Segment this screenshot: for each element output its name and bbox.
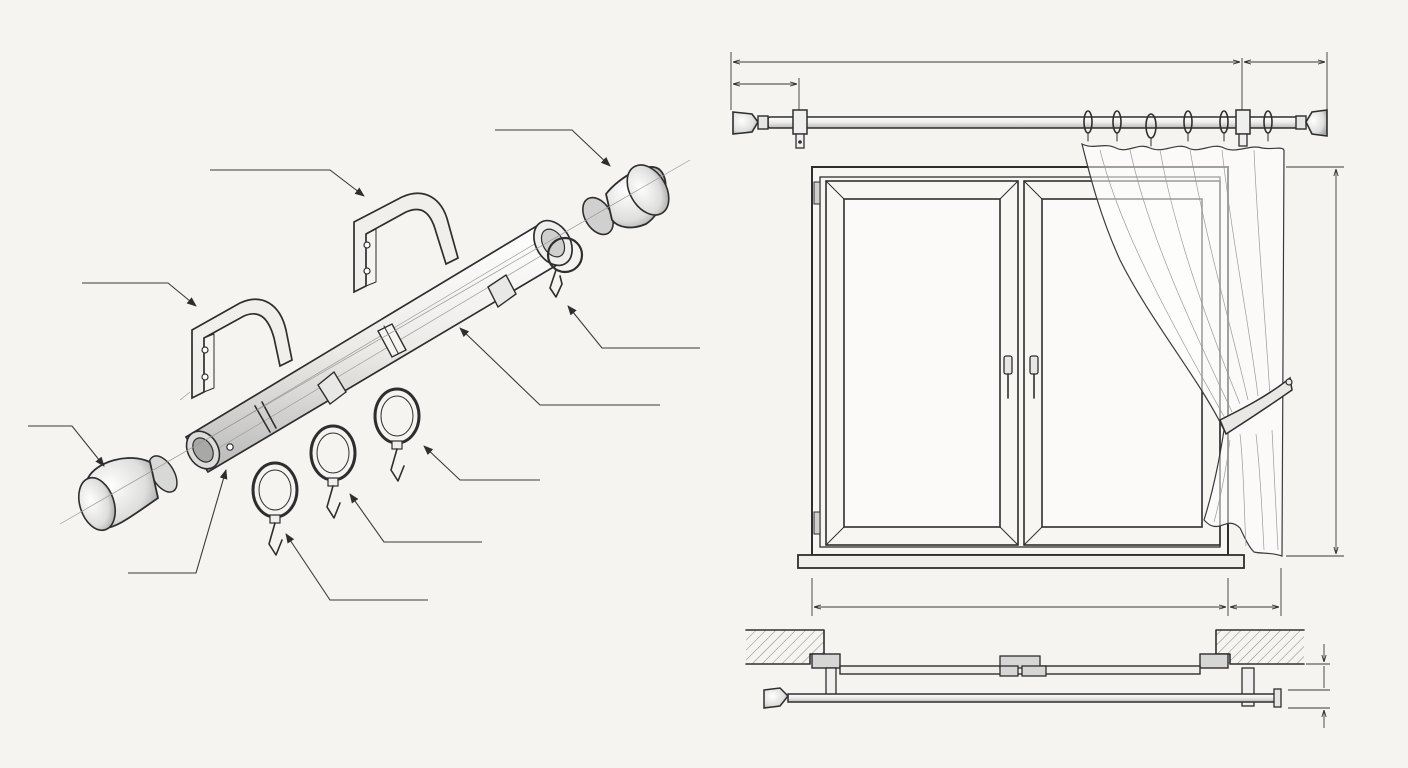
ring-icon [309,424,357,519]
leader-ring-hook-2 [349,493,482,543]
hook-icon [390,440,405,482]
leader-rod-tube [459,327,660,406]
callout-leaders [28,129,700,601]
elevation-rod [732,109,1328,149]
window-handle-icon [1003,355,1013,399]
hook-icon [1087,132,1269,147]
hook-icon [268,514,283,556]
leader-left-bracket [82,282,197,307]
curtain-folds [1099,149,1279,551]
leader-ring-hook-1 [285,533,428,601]
leader-rod-end-hook [567,305,700,349]
construction-lines [59,159,691,525]
leader-right-finial [495,129,611,167]
finial-icon [78,455,178,532]
window [797,166,1245,569]
ring-icon [251,461,299,556]
bracket-icon [353,192,460,294]
installation-plan [745,629,1330,728]
rod-end-hook-part [546,236,584,298]
finial-icon [582,164,670,236]
leader-right-bracket [210,169,365,197]
leader-rod-joint [128,469,228,574]
leader-ring-hook-3 [423,445,540,481]
window-handle-icon [1029,355,1039,399]
dimension-lines [730,52,1344,616]
installation-elevation [730,52,1344,616]
ring-icon [373,387,421,482]
exploded-view [28,129,700,601]
hook-icon [326,477,341,519]
rod-joint [377,323,407,358]
curtain [1081,142,1293,557]
bracket-icon [191,298,293,400]
leader-left-finial [28,425,105,467]
